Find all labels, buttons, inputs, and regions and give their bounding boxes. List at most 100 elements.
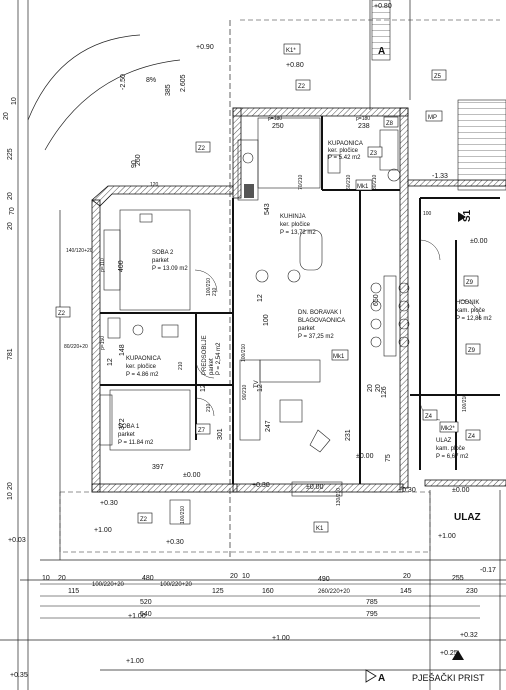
- room-hodnik: HODNIK kam. ploče P = 12,86 m2: [456, 300, 492, 322]
- tag: Mk1: [333, 354, 345, 360]
- svg-text:225: 225: [7, 148, 14, 160]
- section-a-bottom-label: A: [378, 673, 385, 684]
- svg-text:KUHINJA: KUHINJA: [280, 214, 306, 220]
- column: [244, 184, 254, 198]
- room-predsoblje: PREDSOBLJE parket P = 2,54 m2: [202, 335, 222, 375]
- svg-text:20: 20: [403, 573, 411, 580]
- misc-labels: A ULAZ S1 A PJEŠAČKI PRIST TV: [254, 46, 485, 684]
- svg-text:DN. BORAVAK I: DN. BORAVAK I: [298, 310, 342, 316]
- svg-text:372: 372: [119, 418, 126, 430]
- svg-text:KUPAONICA: KUPAONICA: [328, 141, 363, 147]
- svg-text:HODNIK: HODNIK: [456, 300, 479, 306]
- room-boravak: DN. BORAVAK I BLAGOVAONICA parket P = 37…: [298, 310, 345, 340]
- svg-text:100/210: 100/210: [462, 394, 468, 412]
- pedestrian-access-label: PJEŠAČKI PRIST: [412, 673, 485, 683]
- svg-text:130/210: 130/210: [336, 488, 342, 506]
- tag: Mk2*: [441, 426, 455, 432]
- svg-text:±0.00: ±0.00: [452, 487, 470, 494]
- svg-text:8%: 8%: [146, 77, 156, 84]
- svg-text:115: 115: [68, 588, 79, 595]
- svg-text:2.605: 2.605: [180, 74, 187, 92]
- svg-text:12: 12: [200, 384, 207, 392]
- room-kupaonica-small: KUPAONICA ker. pločice P = 4.86 m2: [126, 356, 161, 378]
- svg-text:20: 20: [230, 573, 238, 580]
- stairs-right: [457, 99, 506, 191]
- level-markers: +0.80 +0.90 +0.80 -1.33 ±0.00 ±0.00 ±0.0…: [8, 3, 496, 679]
- svg-text:P = 2,54 m2: P = 2,54 m2: [216, 342, 222, 375]
- svg-text:400: 400: [118, 260, 125, 272]
- svg-text:KUPAONICA: KUPAONICA: [126, 356, 161, 362]
- svg-text:75: 75: [385, 454, 392, 462]
- svg-text:ker. pločice: ker. pločice: [280, 222, 311, 228]
- bottom-dimensions: [40, 583, 506, 619]
- svg-text:+1.00: +1.00: [94, 527, 112, 534]
- svg-text:120: 120: [150, 182, 159, 188]
- svg-text:12: 12: [107, 358, 114, 366]
- tag: Z2: [298, 84, 306, 90]
- svg-text:ker. pločice: ker. pločice: [126, 364, 157, 370]
- svg-text:parket: parket: [209, 358, 215, 375]
- svg-text:±0.00: ±0.00: [470, 238, 488, 245]
- svg-text:70: 70: [9, 207, 16, 215]
- svg-text:+1.00: +1.00: [126, 658, 144, 665]
- svg-text:+0.80: +0.80: [374, 3, 392, 10]
- svg-text:P = 12,86 m2: P = 12,86 m2: [456, 316, 492, 322]
- tag: Z2: [58, 311, 66, 317]
- svg-text:90/210: 90/210: [242, 384, 248, 400]
- svg-text:795: 795: [366, 611, 378, 618]
- svg-text:255: 255: [452, 575, 464, 582]
- svg-text:480: 480: [142, 575, 154, 582]
- tag: K1*: [286, 48, 296, 54]
- svg-text:P = 5.42 m2: P = 5.42 m2: [328, 155, 361, 161]
- svg-text:12: 12: [257, 294, 264, 302]
- svg-text:p=180: p=180: [268, 116, 282, 122]
- section-a-label: A: [378, 46, 385, 57]
- interior-walls: [100, 116, 500, 484]
- svg-text:+0.30: +0.30: [100, 500, 118, 507]
- svg-text:+0.32: +0.32: [460, 632, 478, 639]
- svg-text:160: 160: [262, 588, 274, 595]
- tag: K1: [316, 526, 324, 532]
- svg-text:+0.25: +0.25: [440, 650, 458, 657]
- tag: Z3: [370, 151, 378, 157]
- svg-text:210: 210: [212, 287, 218, 296]
- svg-text:+0.80: +0.80: [286, 62, 304, 69]
- svg-text:12: 12: [257, 384, 264, 392]
- svg-text:10: 10: [11, 97, 18, 105]
- svg-text:397: 397: [152, 464, 164, 471]
- svg-text:p=110: p=110: [100, 258, 106, 272]
- svg-text:543: 543: [264, 203, 271, 215]
- svg-text:10: 10: [7, 492, 14, 500]
- svg-text:parket: parket: [118, 432, 135, 438]
- tag: Z4: [425, 414, 433, 420]
- furniture: [99, 117, 410, 525]
- svg-text:210: 210: [178, 361, 184, 370]
- svg-text:P = 11.84 m2: P = 11.84 m2: [118, 440, 154, 446]
- svg-text:P = 4.86 m2: P = 4.86 m2: [126, 372, 159, 378]
- svg-text:785: 785: [366, 599, 378, 606]
- tv-label: TV: [254, 380, 260, 388]
- interior-dimensions: 543 400 260 120 12 100 12 148 12 372 12 …: [107, 154, 432, 471]
- tag: Z2: [140, 517, 148, 523]
- svg-text:100/210: 100/210: [241, 344, 247, 362]
- opening-annotations: 140/120+20 p=110 80/220+20 p=150 100/210…: [64, 174, 468, 524]
- svg-text:+1.00: +1.00: [272, 635, 290, 642]
- svg-text:+0.03: +0.03: [8, 537, 26, 544]
- bottom-dim-labels: 10 20 480 20 10 490 20 255 115 100/220+2…: [42, 573, 478, 618]
- svg-text:126: 126: [381, 386, 388, 398]
- room-ulaz: ULAZ kam. ploče P = 6,67 m2: [436, 438, 469, 460]
- tag: Z7: [198, 428, 206, 434]
- stairs-top: [371, 0, 391, 61]
- svg-text:20: 20: [367, 384, 374, 392]
- room-floor: parket: [152, 258, 169, 264]
- entrance-label: ULAZ: [454, 512, 481, 523]
- svg-text:+0.30: +0.30: [398, 487, 416, 494]
- svg-text:210: 210: [206, 403, 212, 412]
- svg-text:+0.30: +0.30: [166, 539, 184, 546]
- svg-text:±0.00: ±0.00: [306, 484, 324, 491]
- svg-text:p=150: p=150: [100, 336, 106, 350]
- terrace-zones: [59, 19, 500, 553]
- svg-text:ULAZ: ULAZ: [436, 438, 452, 444]
- svg-text:20: 20: [3, 112, 10, 120]
